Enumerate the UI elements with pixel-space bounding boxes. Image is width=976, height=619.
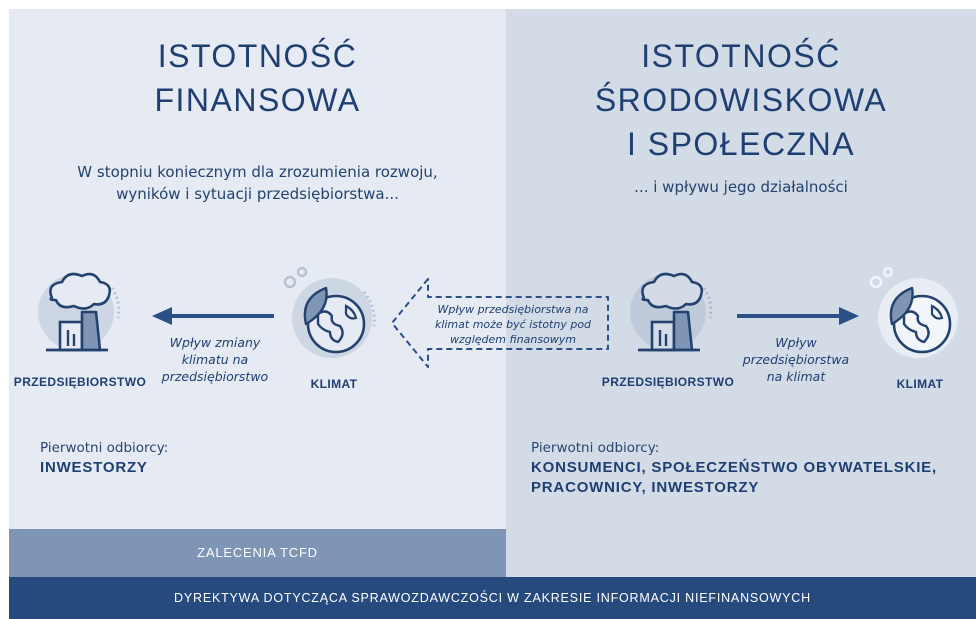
factory-icon bbox=[38, 272, 121, 352]
right-climate-label: KLIMAT bbox=[896, 377, 944, 391]
financial-materiality-panel bbox=[9, 9, 506, 529]
right-recipients-label: Pierwotni odbiorcy: bbox=[531, 440, 660, 456]
arrow-icon bbox=[737, 307, 859, 325]
right-recipients-value: KONSUMENCI, SPOŁECZEŃSTWO OBYWATELSKIE, … bbox=[531, 458, 971, 498]
right-title: ISTOTNOŚĆ ŚRODOWISKOWA I SPOŁECZNA bbox=[506, 34, 976, 166]
right-company-label: PRZEDSIĘBIORSTWO bbox=[601, 375, 735, 389]
left-lead-line1: W stopniu koniecznym dla zrozumienia roz… bbox=[77, 163, 438, 181]
left-company-icon bbox=[22, 268, 130, 364]
right-arrow-text-line3: na klimat bbox=[766, 369, 826, 384]
globe-leaf-icon bbox=[283, 266, 376, 358]
left-arrow-text-line3: przedsiębiorstwo bbox=[161, 369, 269, 384]
right-climate-icon bbox=[864, 262, 968, 366]
nfrd-directive-bar bbox=[9, 577, 976, 619]
right-recipients-line1: KONSUMENCI, SPOŁECZEŃSTWO OBYWATELSKIE, bbox=[531, 459, 937, 476]
dashed-text-line3: względem finansowym bbox=[449, 333, 576, 346]
left-arrow-text-line1: Wpływ zmiany bbox=[169, 335, 261, 350]
right-lead-line1: ... i wpływu jego działalności bbox=[634, 178, 848, 196]
dashed-feedback-arrow bbox=[388, 277, 610, 369]
left-climate-label: KLIMAT bbox=[310, 377, 358, 391]
right-title-line2: I SPOŁECZNA bbox=[626, 126, 856, 162]
right-arrow-text: Wpływ przedsiębiorstwa na klimat bbox=[730, 334, 862, 385]
left-title-line1: ISTOTNOŚĆ bbox=[157, 38, 358, 74]
factory-icon bbox=[630, 272, 713, 352]
left-company-label: PRZEDSIĘBIORSTWO bbox=[13, 375, 147, 389]
arrow-icon bbox=[152, 307, 274, 325]
left-recipients-label: Pierwotni odbiorcy: bbox=[40, 440, 169, 456]
dashed-arrow-icon bbox=[391, 278, 609, 368]
dashed-text-line1: Wpływ przedsiębiorstwa na bbox=[437, 303, 589, 316]
right-title-line1: ISTOTNOŚĆ ŚRODOWISKOWA bbox=[594, 38, 888, 118]
left-recipients-value: INWESTORZY bbox=[40, 459, 148, 476]
dashed-text-line2: klimat może być istotny pod bbox=[434, 318, 592, 331]
right-lead-text: ... i wpływu jego działalności bbox=[506, 176, 976, 198]
dashed-arrow-text: Wpływ przedsiębiorstwa na klimat może by… bbox=[418, 302, 608, 347]
left-arrow-text-line2: klimatu na bbox=[181, 352, 249, 367]
tcfd-label: ZALECENIA TCFD bbox=[197, 545, 318, 560]
left-title-line2: FINANSOWA bbox=[154, 82, 361, 118]
left-lead-text: W stopniu koniecznym dla zrozumienia roz… bbox=[9, 161, 506, 205]
tcfd-recommendations-bar bbox=[9, 529, 506, 577]
left-arrow bbox=[150, 304, 276, 328]
left-arrow-text: Wpływ zmiany klimatu na przedsiębiorstwo bbox=[150, 334, 280, 385]
left-title: ISTOTNOŚĆ FINANSOWA bbox=[9, 34, 506, 122]
left-lead-line2: wyników i sytuacji przedsiębiorstwa... bbox=[116, 185, 399, 203]
globe-leaf-icon bbox=[869, 266, 958, 358]
right-arrow bbox=[735, 304, 861, 328]
right-arrow-text-line1: Wpływ bbox=[775, 335, 817, 350]
left-climate-icon bbox=[278, 262, 382, 366]
directive-label: DYREKTYWA DOTYCZĄCA SPRAWOZDAWCZOŚCI W Z… bbox=[174, 591, 811, 605]
right-recipients-line2: PRACOWNICY, INWESTORZY bbox=[531, 479, 760, 496]
right-company-icon bbox=[614, 268, 722, 364]
right-arrow-text-line2: przedsiębiorstwa bbox=[742, 352, 850, 367]
